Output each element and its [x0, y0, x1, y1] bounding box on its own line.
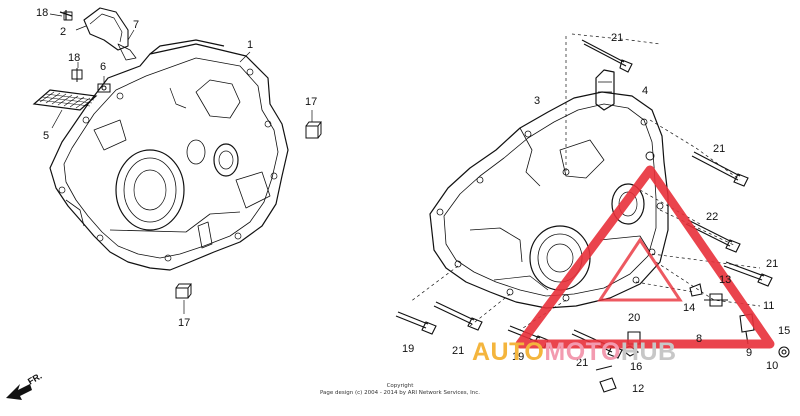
copyright-line-1: Copyright — [386, 383, 414, 389]
callout-11: 11 — [763, 300, 775, 312]
callout-5: 5 — [43, 130, 50, 142]
callout-10: 10 — [766, 360, 779, 372]
callout-14: 14 — [683, 302, 696, 314]
callout-21-top: 21 — [611, 32, 624, 44]
breather-cover — [59, 7, 137, 61]
callout-1: 1 — [247, 39, 254, 51]
callout-16: 16 — [630, 361, 643, 373]
left-crankcase-half — [49, 39, 289, 271]
callout-18-lower: 18 — [68, 52, 81, 64]
callout-2: 2 — [60, 26, 67, 38]
front-direction-arrow — [6, 384, 32, 400]
watermark-logo: AUTOMOTOHUB — [472, 340, 677, 365]
watermark-part-hub: HUB — [620, 338, 677, 366]
callout-20: 20 — [628, 312, 641, 324]
watermark-inner — [597, 237, 683, 302]
callout-21-bottom: 21 — [576, 357, 589, 369]
callout-21-left: 21 — [452, 345, 465, 357]
leader-ticks-left — [49, 13, 313, 314]
small-bolts-left — [71, 68, 111, 93]
watermark-triangle — [515, 165, 775, 349]
callout-18: 18 — [36, 7, 49, 19]
watermark-part-auto: AUTO — [472, 338, 545, 366]
callout-6: 6 — [100, 61, 107, 73]
callout-21-right: 21 — [766, 258, 779, 270]
callout-12: 12 — [632, 383, 645, 395]
callout-17-lower: 17 — [178, 317, 191, 329]
callout-3: 3 — [534, 95, 541, 107]
callout-7: 7 — [133, 19, 140, 31]
callout-8: 8 — [696, 333, 703, 345]
copyright-line-2: Page design (c) 2004 - 2014 by ARI Netwo… — [319, 390, 481, 396]
callout-22: 22 — [706, 211, 719, 223]
strainer-screen — [32, 89, 98, 111]
callout-19-left: 19 — [402, 343, 415, 355]
callout-4: 4 — [642, 85, 649, 97]
callout-17: 17 — [305, 96, 318, 108]
dowel-pins — [175, 121, 322, 299]
leader-lines — [409, 33, 761, 331]
callout-21-mid: 21 — [713, 143, 726, 155]
callout-15: 15 — [778, 325, 791, 337]
callout-13: 13 — [719, 274, 732, 286]
callout-9: 9 — [746, 347, 753, 359]
watermark-part-moto: MOTO — [544, 338, 621, 366]
callout-19-mid: 19 — [512, 351, 525, 363]
